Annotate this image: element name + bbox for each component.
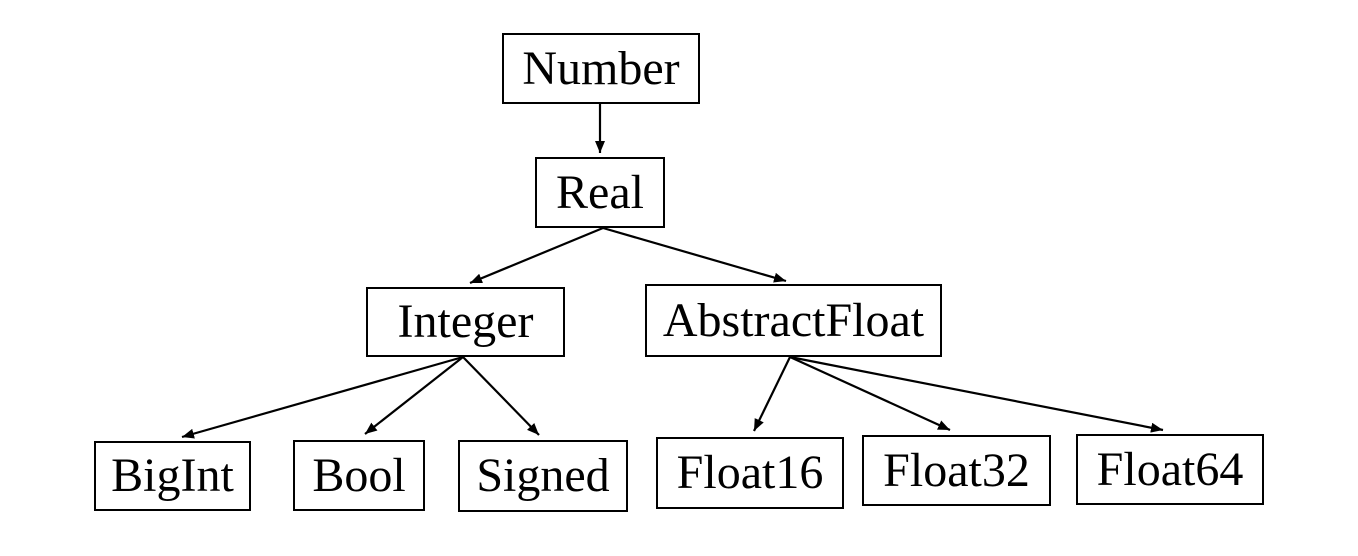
node-bigint: BigInt bbox=[94, 441, 251, 511]
node-float16: Float16 bbox=[656, 437, 844, 509]
edge-integer-signed bbox=[462, 356, 540, 436]
node-signed: Signed bbox=[458, 440, 628, 512]
edge-real-integer bbox=[469, 226, 604, 285]
edge-abstractfloat-float16 bbox=[753, 356, 791, 432]
node-float64: Float64 bbox=[1076, 434, 1264, 505]
edge-integer-bigint bbox=[181, 355, 464, 439]
edge-abstractfloat-float32 bbox=[789, 355, 951, 432]
node-bool: Bool bbox=[293, 440, 425, 511]
node-abstract-float: AbstractFloat bbox=[645, 284, 942, 357]
edge-abstractfloat-float64 bbox=[789, 355, 1164, 433]
node-integer: Integer bbox=[366, 287, 565, 357]
edge-integer-bool bbox=[364, 356, 464, 435]
edge-real-abstractfloat bbox=[602, 226, 787, 283]
node-float32: Float32 bbox=[862, 435, 1051, 506]
node-real: Real bbox=[535, 157, 665, 228]
node-number: Number bbox=[502, 33, 700, 104]
